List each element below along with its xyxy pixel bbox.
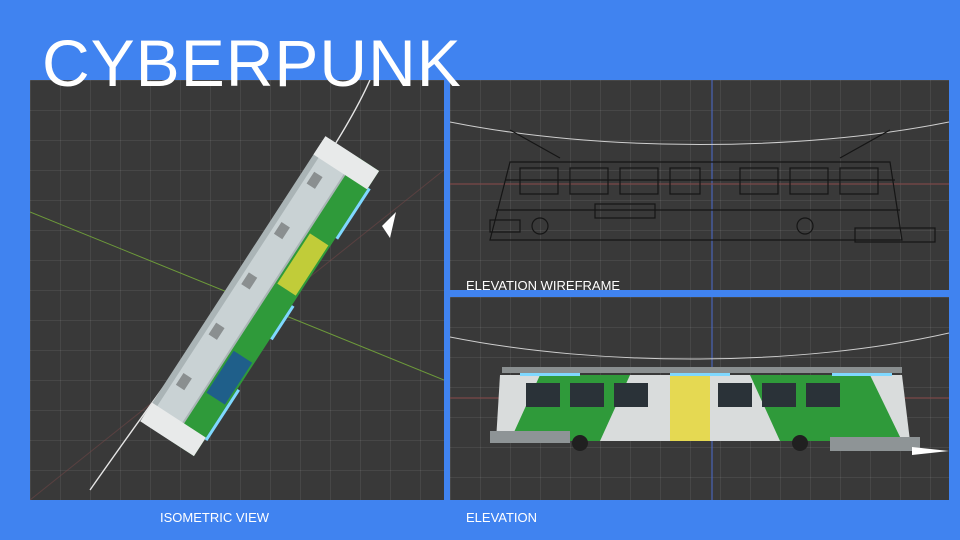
thruster-glow-icon bbox=[382, 212, 396, 238]
isometric-viewport bbox=[30, 80, 444, 500]
elevation-wireframe-panel bbox=[450, 80, 949, 290]
elevation-viewport bbox=[450, 297, 949, 500]
tram-wireframe-icon bbox=[489, 129, 936, 243]
isometric-view-panel bbox=[30, 80, 444, 500]
elevation-caption: ELEVATION bbox=[466, 510, 538, 525]
wireframe-viewport bbox=[450, 80, 949, 290]
isometric-caption: ISOMETRIC VIEW bbox=[160, 510, 270, 525]
elevation-panel bbox=[450, 297, 949, 500]
thruster-glow-icon bbox=[912, 447, 949, 455]
overhead-cable-icon bbox=[450, 121, 949, 145]
tram-model-icon bbox=[490, 367, 920, 451]
wireframe-caption: ELEVATION WIREFRAME bbox=[466, 278, 621, 293]
slide-title: CYBERPUNK bbox=[42, 26, 462, 100]
overhead-cable-icon bbox=[450, 332, 949, 360]
tram-model-icon bbox=[140, 136, 380, 457]
